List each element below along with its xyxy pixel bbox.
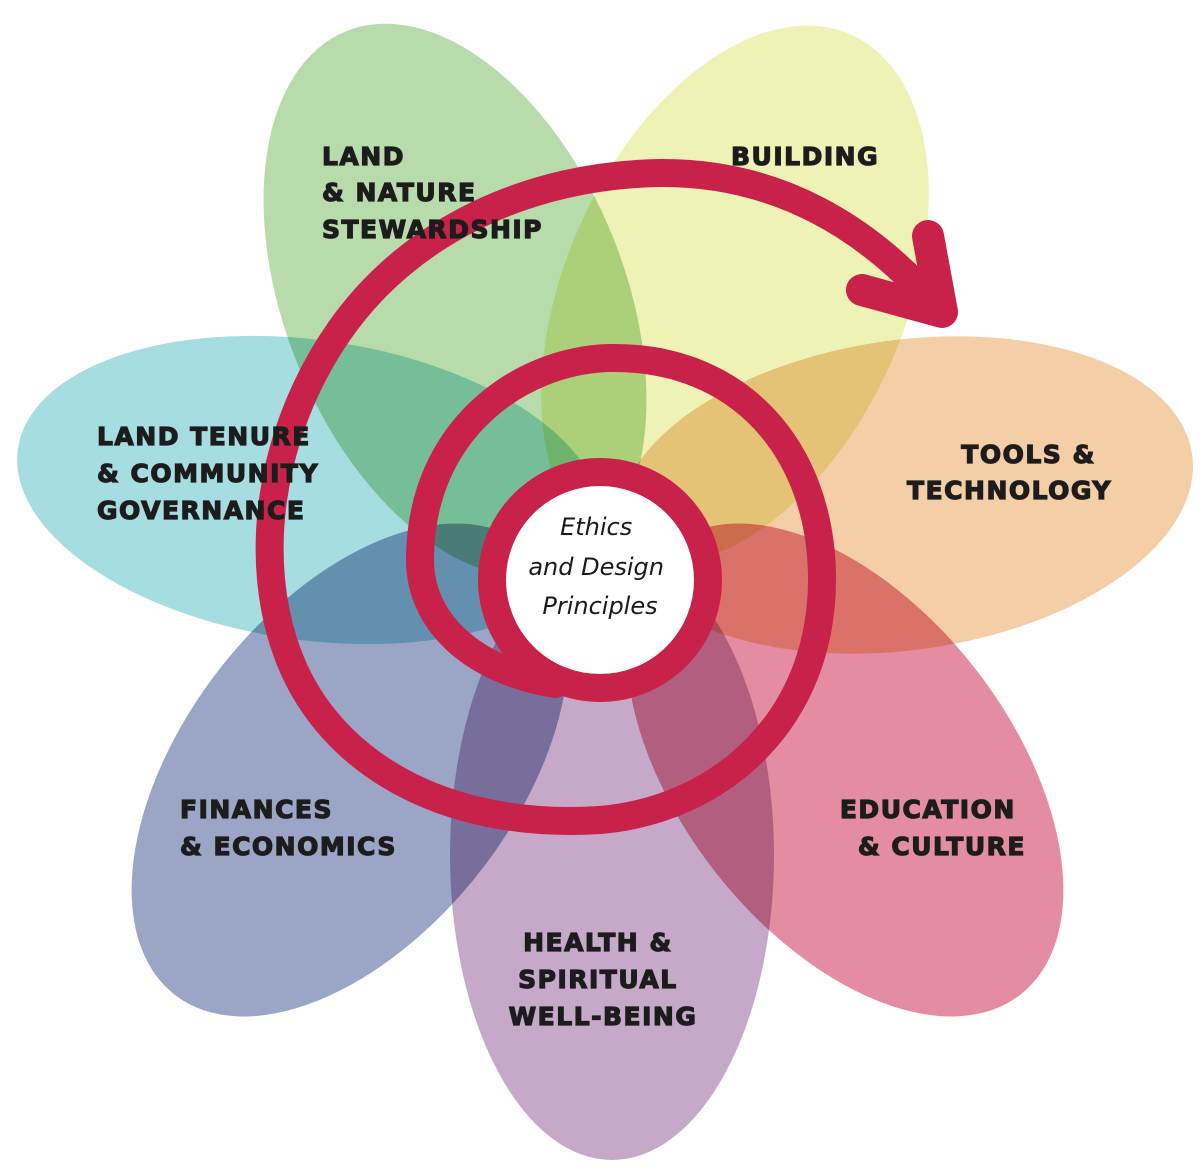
- label-health: HEALTH & SPIRITUAL WELL-BEING: [509, 928, 698, 1031]
- center-label-line: Principles: [542, 592, 657, 620]
- petal-land-tenure: [17, 335, 603, 645]
- labels: LAND & NATURE STEWARDSHIP BUILDING TOOLS…: [96, 141, 1112, 1031]
- label-finances: FINANCES & ECONOMICS: [180, 795, 397, 861]
- center-label-line: and Design: [528, 553, 664, 581]
- label-line: & NATURE: [322, 178, 477, 207]
- center-label: Ethics and Design Principles: [528, 513, 671, 620]
- label-line: SPIRITUAL: [518, 965, 678, 994]
- label-line: TOOLS &: [961, 440, 1096, 469]
- spiral: [255, 158, 958, 835]
- label-line: EDUCATION: [840, 795, 1016, 824]
- middle-loop: [276, 343, 837, 835]
- label-line: & ECONOMICS: [180, 832, 397, 861]
- label-land-nature: LAND & NATURE STEWARDSHIP: [322, 142, 543, 244]
- center-label-line: Ethics: [560, 513, 632, 541]
- label-land-tenure: LAND TENURE & COMMUNITY GOVERNANCE: [97, 422, 329, 525]
- inner-ring: [478, 458, 722, 702]
- label-line: GOVERNANCE: [97, 496, 305, 525]
- label-line: TECHNOLOGY: [907, 476, 1112, 505]
- label-tools: TOOLS & TECHNOLOGY: [907, 440, 1112, 505]
- label-building: BUILDING: [731, 142, 879, 171]
- outer-loop: [255, 158, 949, 674]
- label-line: FINANCES: [180, 795, 333, 824]
- label-education: EDUCATION & CULTURE: [840, 795, 1026, 861]
- center-disc: [505, 485, 695, 675]
- label-line: LAND TENURE: [97, 422, 311, 451]
- label-line: & CULTURE: [858, 832, 1026, 861]
- label-line: WELL-BEING: [509, 1002, 698, 1031]
- arrow-head: [846, 220, 958, 328]
- label-line: HEALTH &: [523, 928, 673, 957]
- label-line: LAND: [322, 142, 405, 171]
- label-line: & COMMUNITY: [97, 459, 319, 488]
- label-line: BUILDING: [731, 142, 879, 171]
- label-line: STEWARDSHIP: [322, 215, 543, 244]
